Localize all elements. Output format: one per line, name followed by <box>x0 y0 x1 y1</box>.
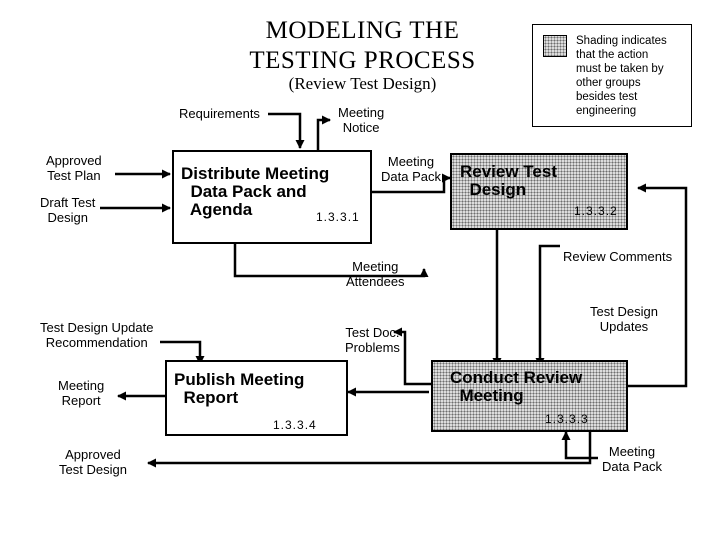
process-title-review: Review Test Design <box>460 162 558 199</box>
label-draft-test-design: Draft Test Design <box>40 195 96 225</box>
process-box-publish: Publish Meeting Report 1.3.3.4 <box>165 360 348 436</box>
process-box-conduct: Conduct Review Meeting 1.3.3.3 <box>431 360 628 432</box>
process-box-distribute: Distribute Meeting Data Pack and Agenda … <box>172 150 372 244</box>
label-test-design-updates: Test Design Updates <box>590 304 658 334</box>
process-number-conduct: 1.3.3.3 <box>545 412 589 426</box>
process-title-distribute: Distribute Meeting Data Pack and Agenda <box>181 164 330 219</box>
process-title-conduct: Conduct Review Meeting <box>450 368 583 405</box>
label-approved-test-design: Approved Test Design <box>59 447 127 477</box>
label-meeting-data-pack-2: Meeting Data Pack <box>602 444 662 474</box>
process-box-review: Review Test Design 1.3.3.2 <box>450 153 628 230</box>
process-title-publish: Publish Meeting Report <box>174 370 305 407</box>
diagram-subtitle: (Review Test Design) <box>288 74 437 93</box>
label-meeting-attendees: Meeting Attendees <box>346 259 405 289</box>
label-meeting-data-pack-1: Meeting Data Pack <box>381 154 441 184</box>
label-requirements: Requirements <box>179 106 260 121</box>
legend-box: Shading indicates that the action must b… <box>532 24 692 127</box>
diagram-title: MODELING THE TESTING PROCESS <box>249 17 476 74</box>
process-number-review: 1.3.3.2 <box>574 204 618 218</box>
label-review-comments: Review Comments <box>563 249 673 264</box>
label-test-design-update-recommendation: Test Design Update Recommendation <box>40 320 154 350</box>
label-test-doc-problems: Test Doc. Problems <box>345 325 400 355</box>
shaded-square-icon <box>543 35 567 57</box>
process-number-distribute: 1.3.3.1 <box>316 210 360 224</box>
label-meeting-report: Meeting Report <box>58 378 105 408</box>
label-approved-test-plan: Approved Test Plan <box>46 153 102 183</box>
legend-text: Shading indicates that the action must b… <box>576 35 667 117</box>
process-number-publish: 1.3.3.4 <box>273 418 317 432</box>
label-meeting-notice: Meeting Notice <box>338 105 385 135</box>
